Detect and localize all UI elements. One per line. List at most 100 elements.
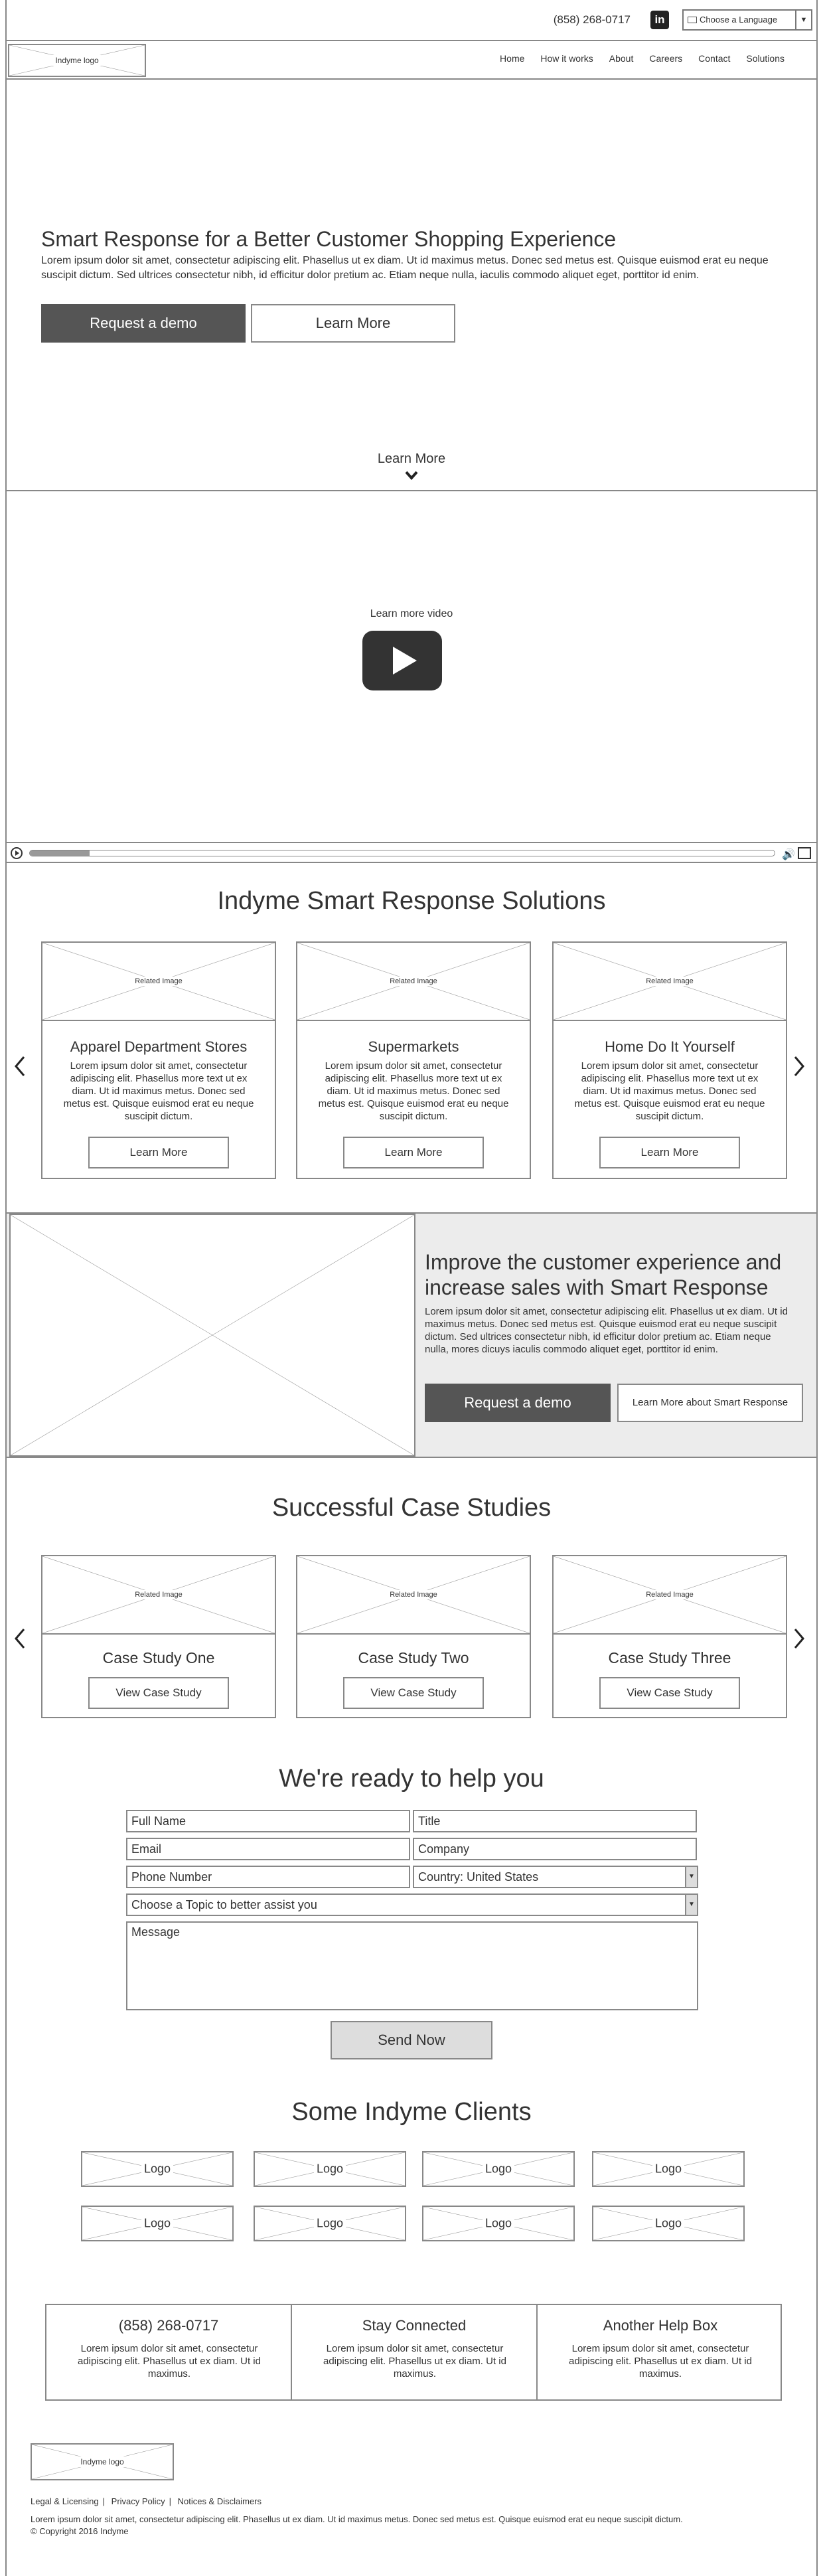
clients-title: Some Indyme Clients bbox=[291, 2098, 532, 2126]
client-logo: Logo bbox=[422, 2206, 575, 2241]
country-select[interactable]: Country: United States ▼ bbox=[413, 1866, 698, 1888]
client-logo-label: Logo bbox=[141, 2215, 174, 2231]
solution-card: Related Image Supermarkets Lorem ipsum d… bbox=[296, 941, 531, 1179]
phone-field[interactable]: Phone Number bbox=[126, 1866, 410, 1888]
card-image-label: Related Image bbox=[387, 1590, 440, 1599]
client-logo-label: Logo bbox=[482, 2161, 515, 2177]
solutions-title: Indyme Smart Response Solutions bbox=[217, 887, 606, 915]
request-demo-button[interactable]: Request a demo bbox=[41, 304, 246, 343]
topic-select-label: Choose a Topic to better assist you bbox=[131, 1898, 317, 1911]
client-logo: Logo bbox=[81, 2206, 234, 2241]
nav-links: Home How it works About Careers Contact … bbox=[500, 53, 785, 64]
volume-icon[interactable]: 🔊 bbox=[782, 849, 795, 860]
learn-more-button[interactable]: Learn More bbox=[251, 304, 455, 343]
topic-select[interactable]: Choose a Topic to better assist you ▼ bbox=[126, 1893, 698, 1916]
video-progress-bar[interactable] bbox=[29, 850, 775, 856]
email-field[interactable]: Email bbox=[126, 1838, 410, 1860]
footer-link-legal[interactable]: Legal & Licensing bbox=[31, 2496, 99, 2506]
footer-text: Lorem ipsum dolor sit amet, consectetur … bbox=[31, 2514, 683, 2537]
chevron-down-icon: ▼ bbox=[685, 1895, 697, 1915]
solution-card: Related Image Home Do It Yourself Lorem … bbox=[552, 941, 787, 1179]
nav-solutions[interactable]: Solutions bbox=[746, 53, 785, 64]
card-image-label: Related Image bbox=[132, 1590, 185, 1599]
improve-request-demo-button[interactable]: Request a demo bbox=[425, 1384, 611, 1422]
nav-careers[interactable]: Careers bbox=[649, 53, 683, 64]
chevron-left-icon[interactable] bbox=[13, 1628, 27, 1649]
case-study-card: Related Image Case Study One View Case S… bbox=[41, 1555, 276, 1718]
card-image-label: Related Image bbox=[387, 977, 440, 986]
play-icon[interactable] bbox=[362, 631, 442, 690]
card-image: Related Image bbox=[554, 943, 786, 1021]
page-frame bbox=[5, 0, 818, 2576]
card-image-label: Related Image bbox=[132, 977, 185, 986]
card-learn-more-button[interactable]: Learn More bbox=[343, 1137, 484, 1168]
hero-title: Smart Response for a Better Customer Sho… bbox=[41, 227, 617, 251]
chevron-down-icon[interactable] bbox=[405, 469, 418, 482]
video-progress-fill bbox=[30, 850, 90, 856]
help-box: Another Help Box Lorem ipsum dolor sit a… bbox=[538, 2305, 783, 2399]
client-logo: Logo bbox=[254, 2151, 406, 2187]
case-study-title: Case Study One bbox=[102, 1649, 215, 1666]
title-field[interactable]: Title bbox=[413, 1810, 697, 1832]
logo[interactable]: Indyme logo bbox=[8, 44, 146, 77]
company-field[interactable]: Company bbox=[413, 1838, 697, 1860]
footer-link-notices[interactable]: Notices & Disclaimers bbox=[177, 2496, 262, 2506]
chevron-right-icon[interactable] bbox=[792, 1628, 806, 1649]
client-logo: Logo bbox=[592, 2151, 745, 2187]
card-learn-more-button[interactable]: Learn More bbox=[88, 1137, 229, 1168]
help-box-body: Lorem ipsum dolor sit amet, consectetur … bbox=[569, 2343, 752, 2379]
client-logo: Logo bbox=[81, 2151, 234, 2187]
learn-more-smart-response-button[interactable]: Learn More about Smart Response bbox=[617, 1384, 803, 1422]
scroll-learn-more-link[interactable]: Learn More bbox=[377, 451, 446, 466]
client-logo: Logo bbox=[422, 2151, 575, 2187]
chevron-right-icon[interactable] bbox=[792, 1056, 806, 1077]
client-logo-label: Logo bbox=[141, 2161, 174, 2177]
client-logo: Logo bbox=[592, 2206, 745, 2241]
card-image: Related Image bbox=[297, 943, 530, 1021]
chevron-down-icon: ▼ bbox=[795, 11, 811, 29]
main-nav: Indyme logo Home How it works About Care… bbox=[7, 41, 816, 80]
control-play-icon[interactable] bbox=[11, 847, 23, 859]
footer-link-privacy[interactable]: Privacy Policy bbox=[111, 2496, 165, 2506]
linkedin-icon[interactable]: in bbox=[650, 11, 669, 29]
language-select[interactable]: Choose a Language ▼ bbox=[682, 9, 812, 31]
flag-icon bbox=[688, 17, 697, 23]
case-study-title: Case Study Two bbox=[358, 1649, 469, 1666]
client-logo: Logo bbox=[254, 2206, 406, 2241]
hero-section: Smart Response for a Better Customer Sho… bbox=[7, 80, 816, 491]
send-now-button[interactable]: Send Now bbox=[331, 2021, 492, 2059]
solution-card: Related Image Apparel Department Stores … bbox=[41, 941, 276, 1179]
case-studies-title: Successful Case Studies bbox=[271, 1494, 552, 1522]
full-name-field[interactable]: Full Name bbox=[126, 1810, 410, 1832]
view-case-study-button[interactable]: View Case Study bbox=[599, 1677, 740, 1709]
card-title: Apparel Department Stores bbox=[70, 1038, 248, 1055]
client-logo-label: Logo bbox=[313, 2161, 346, 2177]
improve-title: Improve the customer experience and incr… bbox=[425, 1250, 782, 1299]
chevron-left-icon[interactable] bbox=[13, 1056, 27, 1077]
help-box: Stay Connected Lorem ipsum dolor sit ame… bbox=[292, 2305, 538, 2399]
top-phone-link[interactable]: (858) 268-0717 bbox=[553, 13, 631, 26]
help-box-title: Stay Connected bbox=[362, 2317, 467, 2334]
card-learn-more-button[interactable]: Learn More bbox=[599, 1137, 740, 1168]
client-logo-label: Logo bbox=[313, 2215, 346, 2231]
nav-how-it-works[interactable]: How it works bbox=[540, 53, 593, 64]
footer-divider: | bbox=[102, 2496, 106, 2506]
view-case-study-button[interactable]: View Case Study bbox=[343, 1677, 484, 1709]
message-field[interactable]: Message bbox=[126, 1921, 698, 2010]
country-select-label: Country: United States bbox=[418, 1870, 539, 1884]
nav-home[interactable]: Home bbox=[500, 53, 525, 64]
footer-logo[interactable]: Indyme logo bbox=[31, 2443, 174, 2480]
client-logo-label: Logo bbox=[652, 2215, 685, 2231]
card-title: Supermarkets bbox=[368, 1038, 459, 1055]
nav-about[interactable]: About bbox=[609, 53, 634, 64]
nav-contact[interactable]: Contact bbox=[698, 53, 731, 64]
language-select-label: Choose a Language bbox=[700, 15, 778, 25]
help-box-body: Lorem ipsum dolor sit amet, consectetur … bbox=[78, 2343, 261, 2379]
top-bar: (858) 268-0717 in Choose a Language ▼ bbox=[7, 0, 816, 41]
chevron-down-icon: ▼ bbox=[685, 1867, 697, 1887]
card-image-label: Related Image bbox=[643, 977, 696, 986]
card-image: Related Image bbox=[42, 943, 275, 1021]
client-logo-label: Logo bbox=[652, 2161, 685, 2177]
fullscreen-icon[interactable] bbox=[798, 847, 811, 859]
view-case-study-button[interactable]: View Case Study bbox=[88, 1677, 229, 1709]
